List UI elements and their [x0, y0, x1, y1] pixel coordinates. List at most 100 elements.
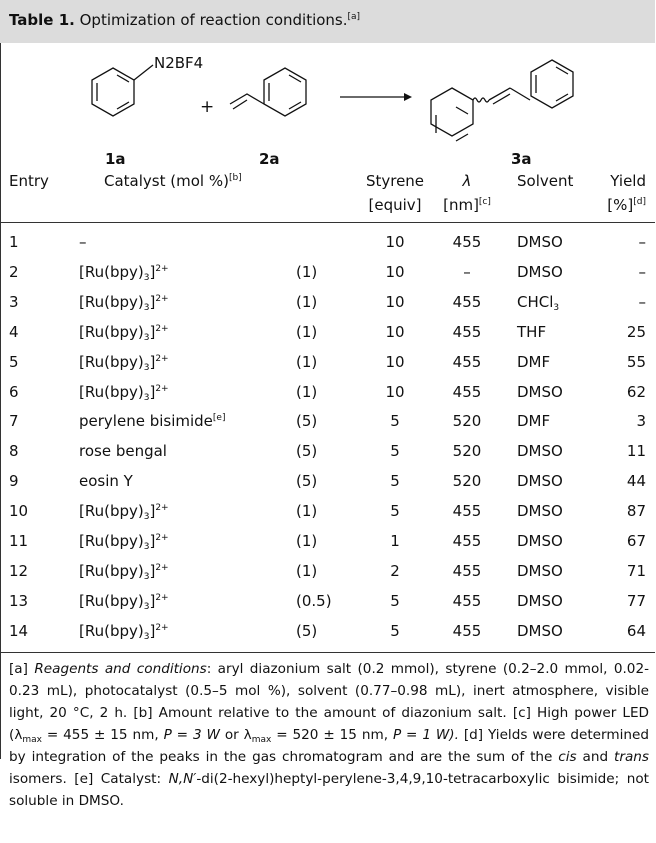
row-catalyst-amount: (0.5)	[296, 592, 332, 610]
table-title-bar: Table 1. Optimization of reaction condit…	[0, 0, 655, 43]
row-solvent: DMSO	[517, 442, 563, 460]
footnote-d-trans: trans	[614, 749, 649, 765]
styrene-2a	[229, 67, 307, 117]
row-entry: 4	[9, 323, 19, 341]
row-catalyst: perylene bisimide[e]	[79, 412, 226, 430]
row-styrene: 10	[385, 263, 405, 281]
row-yield: 25	[626, 323, 646, 341]
row-catalyst: –	[79, 233, 87, 251]
row-catalyst-amount: (5)	[296, 412, 318, 430]
footnote-a-mark: [a]	[9, 661, 28, 677]
compound-label-3a: 3a	[511, 150, 532, 168]
bond-to-n2bf4	[133, 64, 154, 81]
row-lambda: 520	[452, 472, 482, 490]
row-styrene: 10	[385, 233, 405, 251]
row-entry: 3	[9, 293, 19, 311]
row-lambda: –	[463, 263, 471, 281]
row-catalyst: eosin Y	[79, 472, 133, 490]
n2bf4-label: N2BF4	[154, 54, 203, 72]
row-styrene: 10	[385, 383, 405, 401]
footnote-c-lambda1: λmax = 455 ± 15 nm,	[14, 727, 159, 745]
row-styrene: 10	[385, 293, 405, 311]
footnote-e-tail: -di(2-hexyl)heptyl-perylene-3,4,9,10-tet…	[9, 771, 649, 809]
row-lambda: 520	[452, 442, 482, 460]
footnote-d-and: and	[582, 749, 609, 765]
row-solvent: DMF	[517, 353, 551, 371]
col-header-solvent: Solvent	[517, 172, 574, 190]
row-catalyst-amount: (1)	[296, 293, 318, 311]
footnote-rule	[0, 652, 655, 653]
row-styrene: 1	[390, 532, 400, 550]
compound-label-2a: 2a	[259, 150, 280, 168]
row-yield: –	[638, 233, 647, 251]
reaction-scheme: N2BF4 +	[91, 54, 574, 142]
row-styrene: 5	[390, 622, 400, 640]
col-header-lambda-unit: [nm][c]	[443, 196, 491, 214]
footnote-d-tail: isomers.	[9, 771, 67, 787]
footnote-d-cis: cis	[558, 749, 577, 765]
row-lambda: 455	[452, 293, 482, 311]
row-entry: 11	[9, 532, 29, 550]
table-title: Table 1. Optimization of reaction condit…	[9, 11, 360, 29]
table-title-text: Optimization of reaction conditions.	[79, 11, 348, 29]
col-header-styrene: Styrene	[365, 172, 425, 190]
col-header-styrene-unit: [equiv]	[368, 196, 422, 214]
row-entry: 14	[9, 622, 29, 640]
footnote-c-or: or	[224, 727, 239, 743]
row-entry: 8	[9, 442, 19, 460]
row-solvent: DMSO	[517, 233, 563, 251]
row-yield: –	[638, 263, 647, 281]
row-entry: 9	[9, 472, 19, 490]
row-lambda: 455	[452, 622, 482, 640]
row-entry: 12	[9, 562, 29, 580]
row-catalyst: [Ru(bpy)3]2+	[79, 353, 169, 373]
table-frame	[0, 0, 1, 759]
row-entry: 5	[9, 353, 19, 371]
col-header-lambda: λ	[462, 172, 472, 190]
row-catalyst: [Ru(bpy)3]2+	[79, 263, 169, 283]
wavy-bond	[472, 97, 490, 103]
row-yield: 44	[626, 472, 646, 490]
row-yield: 55	[626, 353, 646, 371]
table-label: Table 1.	[9, 11, 75, 29]
row-catalyst-amount: (1)	[296, 383, 318, 401]
row-catalyst-amount: (1)	[296, 562, 318, 580]
row-catalyst: [Ru(bpy)3]2+	[79, 383, 169, 403]
plus-sign: +	[200, 97, 214, 117]
footnote-a-text: : aryl diazonium salt (0.2 mmol), styren…	[9, 661, 649, 721]
row-catalyst-amount: (1)	[296, 532, 318, 550]
row-styrene: 5	[390, 442, 400, 460]
row-styrene: 10	[385, 323, 405, 341]
row-styrene: 2	[390, 562, 400, 580]
footnote-c-head: [c] High power LED (	[9, 705, 650, 743]
footnote-a-lead: Reagents and conditions	[34, 661, 207, 677]
row-catalyst: [Ru(bpy)3]2+	[79, 323, 169, 343]
row-solvent: DMSO	[517, 472, 563, 490]
stilbene-3a	[430, 59, 574, 142]
row-lambda: 455	[452, 592, 482, 610]
row-lambda: 455	[452, 353, 482, 371]
row-solvent: DMSO	[517, 592, 563, 610]
col-header-entry: Entry	[9, 172, 49, 190]
row-catalyst-amount: (1)	[296, 353, 318, 371]
row-catalyst: [Ru(bpy)3]2+	[79, 622, 169, 642]
footnote-e-head: [e] Catalyst:	[74, 771, 162, 787]
row-lambda: 455	[452, 233, 482, 251]
row-solvent: DMSO	[517, 532, 563, 550]
row-catalyst: [Ru(bpy)3]2+	[79, 532, 169, 552]
compound-label-1a: 1a	[105, 150, 126, 168]
row-yield: 11	[626, 442, 646, 460]
row-yield: 67	[626, 532, 646, 550]
row-catalyst-amount: (5)	[296, 472, 318, 490]
row-lambda: 520	[452, 412, 482, 430]
footnote-e-name: N,N′	[168, 771, 197, 787]
benzene-ring-1a	[91, 67, 135, 117]
row-entry: 7	[9, 412, 19, 430]
footnote-c-lambda2: λmax = 520 ± 15 nm,	[243, 727, 389, 745]
row-lambda: 455	[452, 562, 482, 580]
row-lambda: 455	[452, 532, 482, 550]
row-entry: 13	[9, 592, 29, 610]
footnote-b: [b] Amount relative to the amount of dia…	[133, 705, 507, 721]
row-catalyst: [Ru(bpy)3]2+	[79, 562, 169, 582]
col-header-yield-unit: [%][d]	[607, 196, 646, 214]
